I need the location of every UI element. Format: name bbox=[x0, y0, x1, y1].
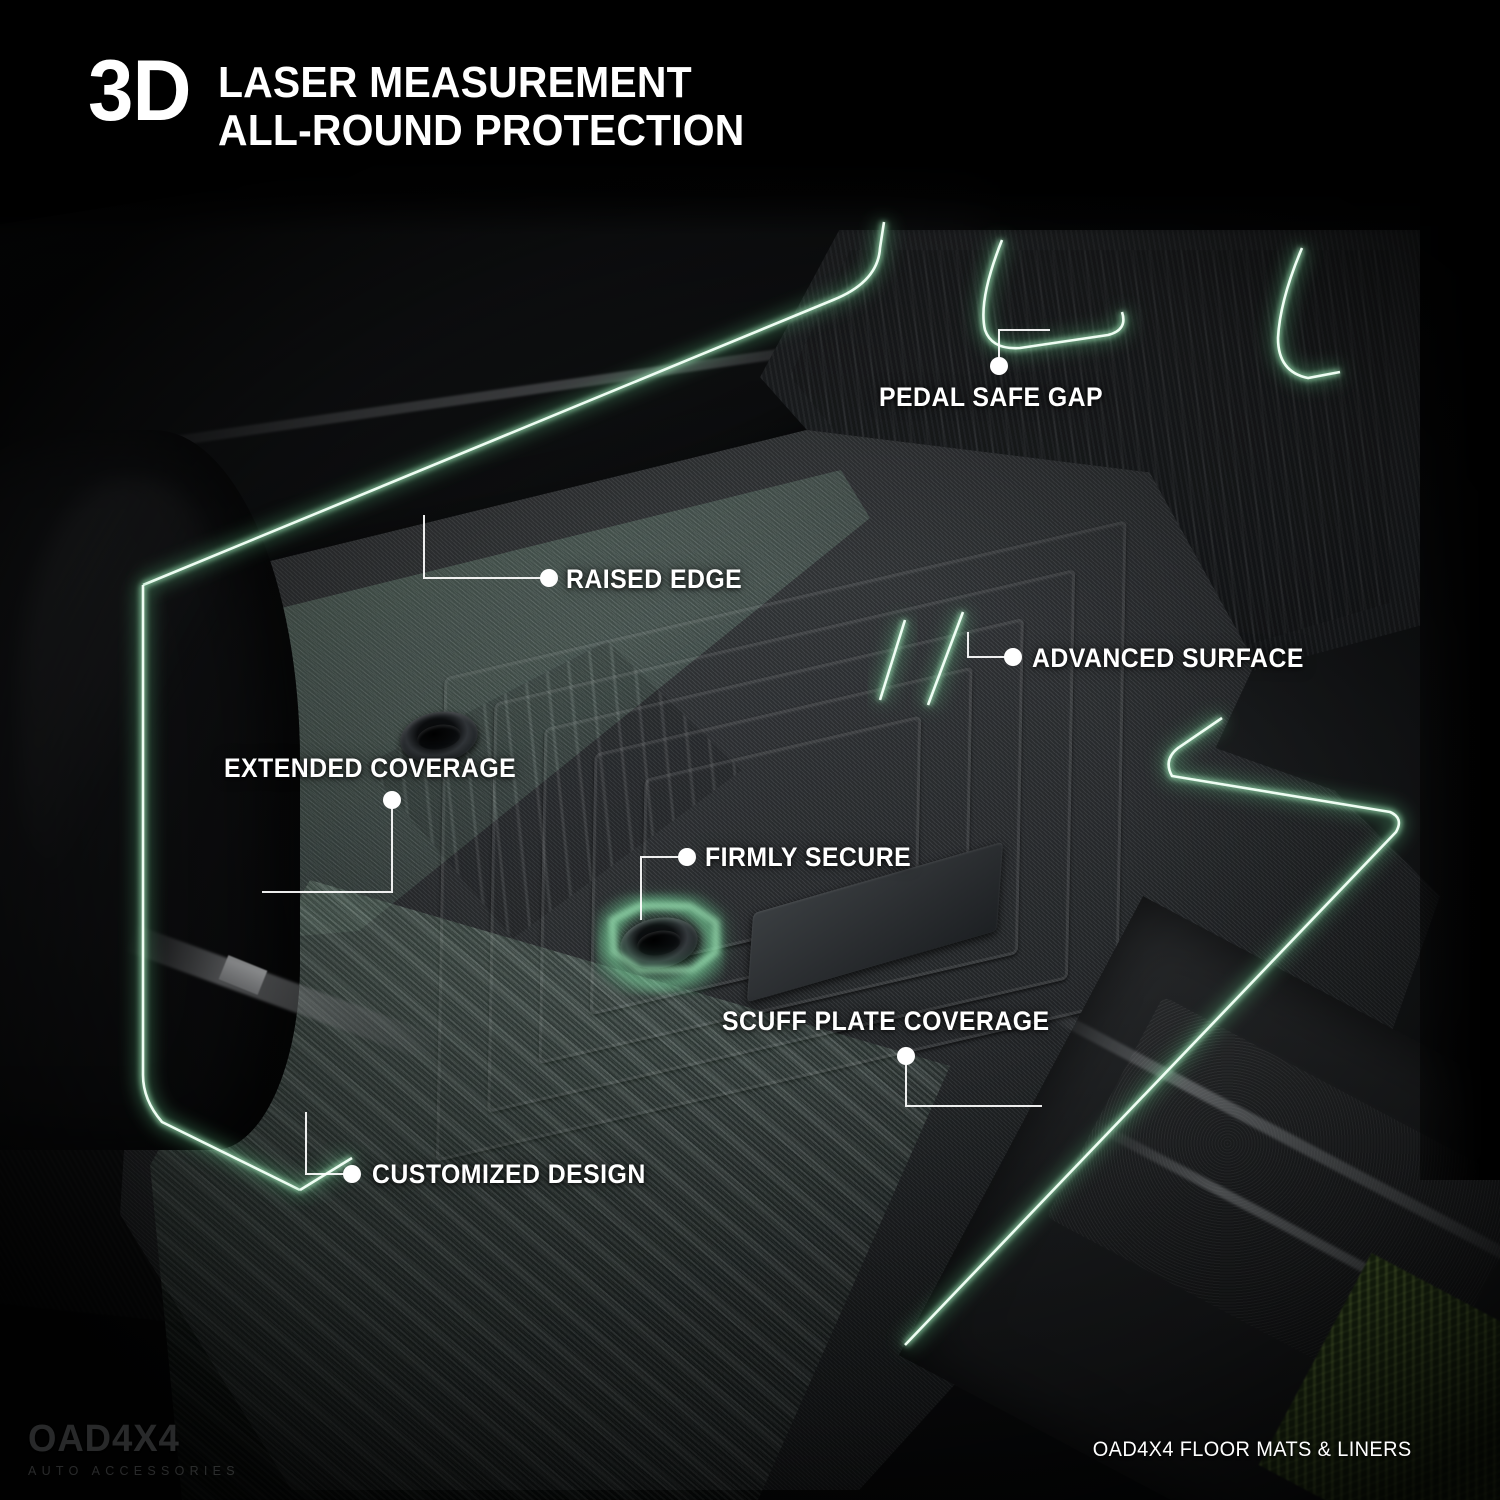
seat-highlight bbox=[20, 480, 230, 900]
callout-label-scuff-plate-coverage: SCUFF PLATE COVERAGE bbox=[722, 1006, 1050, 1036]
callout-label-customized-design: CUSTOMIZED DESIGN bbox=[372, 1159, 646, 1189]
headline-line-2: ALL-ROUND PROTECTION bbox=[217, 105, 745, 155]
callout-label-firmly-secure: FIRMLY SECURE bbox=[705, 842, 912, 872]
brand-watermark: OAD4X4 AUTO ACCESSORIES bbox=[28, 1418, 249, 1478]
callout-label-extended-coverage: EXTENDED COVERAGE bbox=[224, 753, 517, 783]
callout-label-raised-edge: RAISED EDGE bbox=[566, 564, 743, 594]
callout-label-pedal-safe-gap: PEDAL SAFE GAP bbox=[879, 382, 1104, 412]
headline-block: 3D LASER MEASUREMENT ALL-ROUND PROTECTIO… bbox=[88, 43, 784, 154]
watermark-tagline: AUTO ACCESSORIES bbox=[28, 1463, 240, 1478]
headline-badge-3d: 3D bbox=[88, 43, 191, 139]
footer-caption: OAD4X4 FLOOR MATS & LINERS bbox=[1093, 1438, 1412, 1461]
watermark-brand: OAD4X4 bbox=[28, 1418, 180, 1460]
headline-line-1: LASER MEASUREMENT bbox=[217, 58, 692, 107]
headline-lines: LASER MEASUREMENT ALL-ROUND PROTECTION bbox=[218, 52, 784, 154]
callout-label-advanced-surface: ADVANCED SURFACE bbox=[1032, 643, 1304, 673]
